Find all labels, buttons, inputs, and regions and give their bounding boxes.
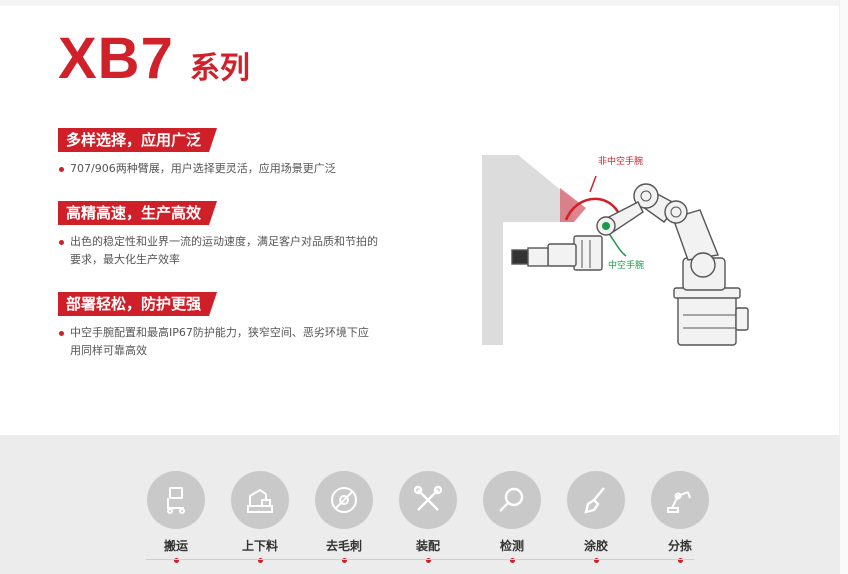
feature-variety: 多样选择，应用广泛 707/906两种臂展，用户选择更灵活，应用场景更广泛 [58, 128, 450, 178]
page-title: XB7 系列 [58, 30, 250, 88]
feature-line: 出色的稳定性和业界一流的运动速度，满足客户对品质和节拍的 [70, 235, 378, 248]
app-label: 检测 [499, 539, 524, 553]
sorting-robot-icon [651, 471, 709, 529]
app-label: 分拣 [667, 539, 692, 553]
feature-description: 707/906两种臂展，用户选择更灵活，应用场景更广泛 [58, 160, 450, 178]
app-inspection: 检测 [470, 471, 554, 563]
robot-arm [511, 183, 749, 346]
app-dot [257, 558, 263, 563]
app-label: 去毛刺 [325, 539, 362, 553]
deburring-icon [315, 471, 373, 529]
app-deburring: 去毛刺 [302, 471, 386, 563]
app-assembly: 装配 [386, 471, 470, 563]
feature-heading: 高精高速，生产高效 [58, 201, 217, 225]
app-dot [509, 558, 515, 563]
top-band [0, 0, 840, 6]
feature-heading: 多样选择，应用广泛 [58, 128, 217, 152]
app-gluing: 涂胶 [554, 471, 638, 563]
app-dot [593, 558, 599, 563]
app-dot [677, 558, 683, 563]
non-hollow-cable [564, 197, 620, 221]
label-hollow-wrist: 中空手腕 [608, 259, 644, 271]
app-dot [341, 558, 347, 563]
feature-deployment: 部署轻松，防护更强 中空手腕配置和最高IP67防护能力，狭窄空间、恶劣环境下应 … [58, 292, 450, 360]
feature-line: 中空手腕配置和最高IP67防护能力，狭窄空间、恶劣环境下应 [70, 326, 369, 339]
applications-row: 搬运 上下料 去毛刺 [134, 471, 722, 563]
robot-arm-illustration: 非中空手腕 中空手腕 [482, 155, 749, 346]
applications-panel: 搬运 上下料 去毛刺 [0, 435, 840, 574]
assembly-tools-icon [399, 471, 457, 529]
gluing-brush-icon [567, 471, 625, 529]
loading-icon [231, 471, 289, 529]
robot-joint-marks [581, 190, 736, 329]
app-dot [173, 558, 179, 563]
feature-line: 707/906两种臂展，用户选择更灵活，应用场景更广泛 [70, 162, 336, 175]
interference-zone [560, 188, 586, 222]
feature-heading: 部署轻松，防护更强 [58, 292, 217, 316]
handling-icon [147, 471, 205, 529]
app-label: 装配 [415, 539, 440, 553]
app-handling: 搬运 [134, 471, 218, 563]
app-loading: 上下料 [218, 471, 302, 563]
label-non-hollow-wrist: 非中空手腕 [598, 155, 643, 167]
inspection-magnifier-icon [483, 471, 541, 529]
title-model: XB7 [58, 26, 174, 91]
feature-speed: 高精高速，生产高效 出色的稳定性和业界一流的运动速度，满足客户对品质和节拍的 要… [58, 201, 450, 269]
feature-description: 中空手腕配置和最高IP67防护能力，狭窄空间、恶劣环境下应 用同样可靠高效 [58, 324, 450, 360]
feature-line: 要求，最大化生产效率 [70, 253, 180, 266]
app-dot [425, 558, 431, 563]
wall-obstacle [482, 155, 573, 345]
app-label: 涂胶 [583, 539, 608, 553]
feature-description: 出色的稳定性和业界一流的运动速度，满足客户对品质和节拍的 要求，最大化生产效率 [58, 233, 450, 269]
app-label: 搬运 [163, 539, 188, 553]
title-series: 系列 [189, 51, 250, 86]
page-edge [839, 0, 848, 574]
feature-line: 用同样可靠高效 [70, 344, 147, 357]
app-sorting: 分拣 [638, 471, 722, 563]
app-label: 上下料 [241, 539, 278, 553]
hollow-wrist-cable [602, 222, 610, 230]
applications-baseline [146, 559, 694, 560]
